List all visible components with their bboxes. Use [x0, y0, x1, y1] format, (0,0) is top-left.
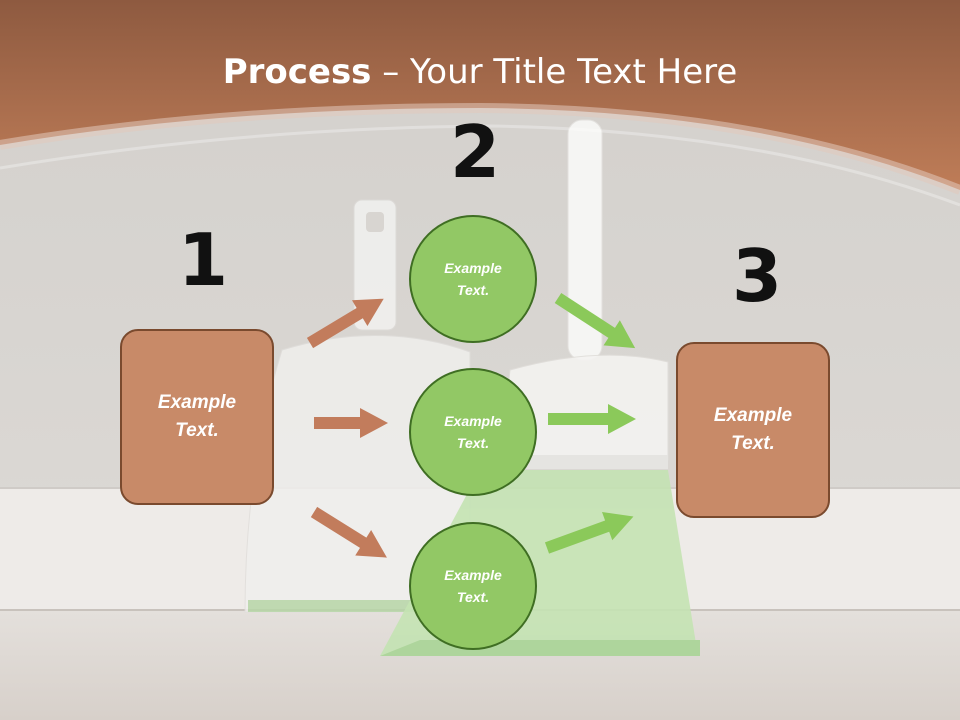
step-circle-bottom-label: Example Text.: [444, 566, 502, 605]
arrow-left-up: [306, 298, 384, 349]
step-circle-bottom: Example Text.: [409, 522, 537, 650]
step-number-2: 2: [450, 110, 501, 194]
arrow-left-middle: [314, 408, 388, 438]
arrow-right-down: [544, 512, 634, 554]
arrow-right-up: [554, 292, 636, 349]
step-circle-top-label: Example Text.: [444, 259, 502, 298]
arrow-left-down: [310, 506, 387, 558]
step-number-3: 3: [732, 234, 783, 318]
slide-title: Process – Your Title Text Here: [0, 52, 960, 92]
step-box-left: Example Text.: [120, 329, 274, 505]
arrow-right-middle: [548, 404, 636, 434]
step-number-1: 1: [178, 218, 229, 302]
step-circle-middle: Example Text.: [409, 368, 537, 496]
step-box-right-label: Example Text.: [713, 404, 793, 455]
title-rest: – Your Title Text Here: [371, 52, 738, 92]
step-circle-top: Example Text.: [409, 215, 537, 343]
title-bold: Process: [222, 52, 372, 92]
step-box-right: Example Text.: [676, 342, 830, 518]
step-circle-middle-label: Example Text.: [444, 412, 502, 451]
step-box-left-label: Example Text.: [157, 391, 237, 442]
